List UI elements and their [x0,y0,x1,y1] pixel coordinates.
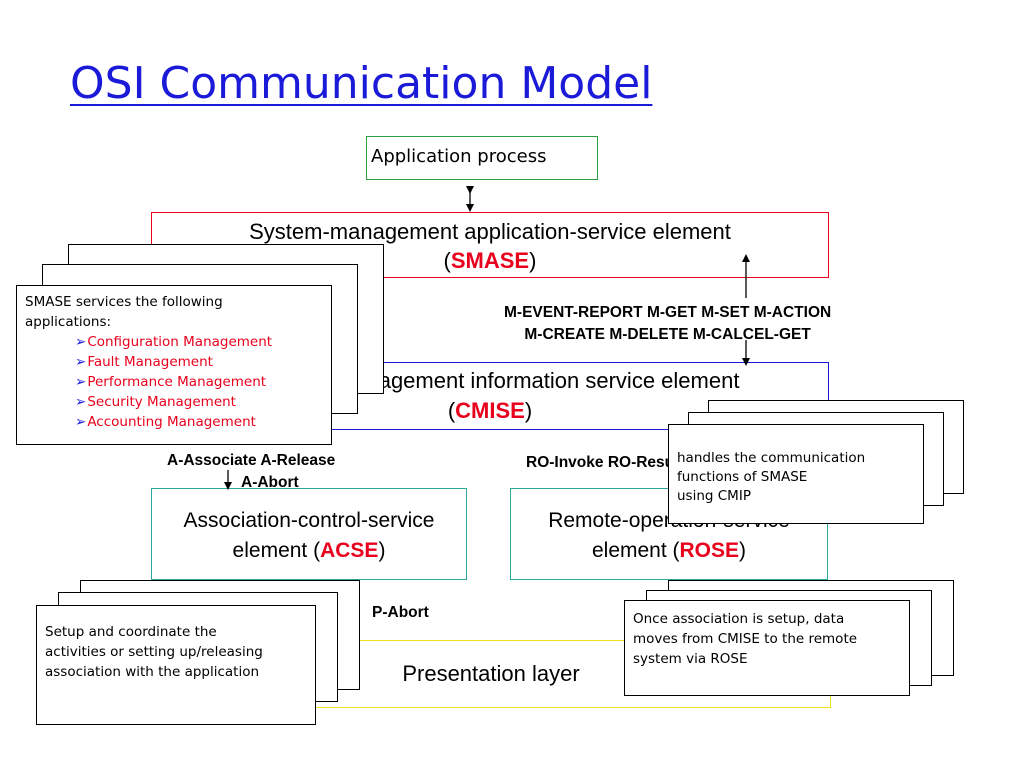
bullet-arrow-icon: ➢ [75,354,87,370]
rose-services-label: RO-Invoke RO-Result [526,452,684,474]
bullet-arrow-icon: ➢ [75,414,87,430]
smase-note-intro-1: SMASE services the following [25,294,223,310]
rose-note-line3: system via ROSE [633,651,748,667]
rose-note-line2: moves from CMISE to the remote [633,631,858,647]
acse-box: Association-control-service element (ACS… [151,488,467,580]
bullet-arrow-icon: ➢ [75,374,87,390]
presentation-layer-label: Presentation layer [402,661,580,686]
smase-note-item: ➢Configuration Management [75,332,323,352]
acse-services-line2: A-Abort [241,474,299,491]
cmis-services-line1: M-EVENT-REPORT M-GET M-SET M-ACTION [504,304,832,321]
smase-paren-close: ) [529,248,537,273]
cmise-note-line2: functions of SMASE [677,469,808,485]
smase-paren-open: ( [443,248,451,273]
acse-element-prefix: element ( [232,539,321,562]
smase-note-item-label: Configuration Management [87,334,273,350]
smase-abbr: SMASE [450,248,530,273]
page-title: OSI Communication Model [70,58,653,109]
acse-paren-close: ) [378,539,386,562]
smase-note-item: ➢Fault Management [75,352,323,372]
cmis-services-line2: M-CREATE M-DELETE M-CALCEL-GET [524,326,811,343]
cmise-paren-close: ) [524,398,533,423]
smase-note-item-label: Fault Management [87,354,213,370]
rose-element-prefix: element ( [591,539,680,562]
rose-services-line1: RO-Invoke RO-Result [526,454,684,471]
p-abort-label: P-Abort [372,604,429,621]
acse-note: Setup and coordinate the activities or s… [36,605,316,725]
smase-note-item: ➢Security Management [75,392,323,412]
cmise-note: handles the communication functions of S… [668,424,924,524]
application-process-label: Application process [371,146,547,167]
acse-note-line1: Setup and coordinate the [45,624,217,640]
smase-note: SMASE services the following application… [16,285,332,445]
smase-note-intro-2: applications: [25,314,112,330]
smase-title: System-management application-service el… [249,219,731,244]
smase-note-item: ➢Performance Management [75,372,323,392]
rose-note-line1: Once association is setup, data [633,611,845,627]
smase-note-item-label: Accounting Management [87,414,256,430]
acse-services-line1: A-Associate A-Release [167,452,336,469]
acse-title: Association-control-service [183,509,435,532]
smase-note-item-label: Performance Management [87,374,267,390]
smase-note-item: ➢Accounting Management [75,412,323,432]
cmise-note-line3: using CMIP [677,488,751,504]
smase-note-item-label: Security Management [87,394,236,410]
cmise-note-line1: handles the communication [677,450,866,466]
acse-note-line3: association with the application [45,664,260,680]
rose-note: Once association is setup, data moves fr… [624,600,910,696]
acse-note-line2: activities or setting up/releasing [45,644,263,660]
smase-note-list: ➢Configuration Management ➢Fault Managem… [25,332,323,432]
acse-abbr: ACSE [320,539,379,562]
bullet-arrow-icon: ➢ [75,334,87,350]
rose-paren-close: ) [739,539,747,562]
cmise-paren-open: ( [447,398,456,423]
rose-abbr: ROSE [679,539,740,562]
acse-services-label: A-Associate A-Release A-Abort [167,450,335,494]
application-process-box: Application process [366,136,598,180]
cmis-services-label: M-EVENT-REPORT M-GET M-SET M-ACTION M-CR… [504,302,831,346]
bullet-arrow-icon: ➢ [75,394,87,410]
cmise-abbr: CMISE [455,398,525,423]
